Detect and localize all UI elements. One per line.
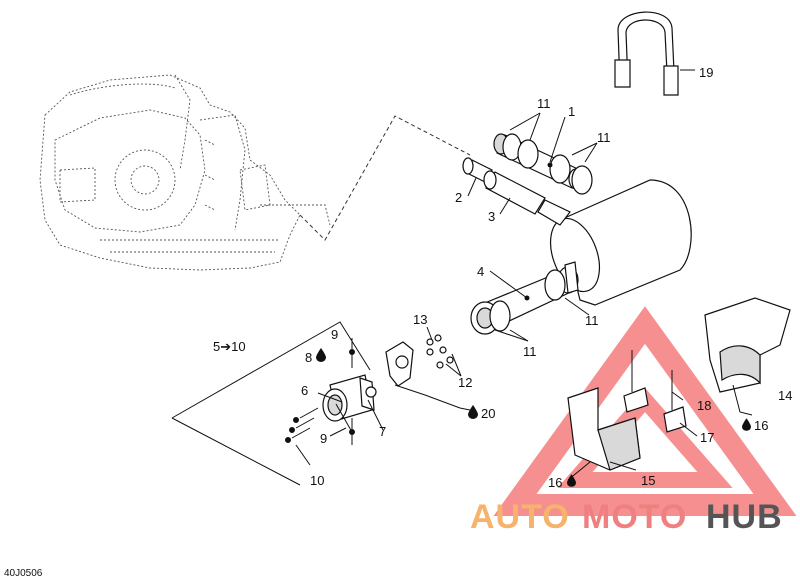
callout-16: 16 (754, 418, 768, 433)
callout-15: 15 (641, 473, 655, 488)
callout-17: 17 (700, 430, 714, 445)
leader-lines (295, 69, 753, 481)
callout-5-to-10: 5➔10 (213, 339, 246, 354)
callout-9: 9 (331, 327, 338, 342)
mount-part-15 (567, 387, 641, 471)
screws-part-10 (285, 407, 319, 443)
coupler-part-1 (493, 133, 593, 195)
watermark-auto: AUTO (470, 498, 570, 536)
callout-18: 18 (697, 398, 711, 413)
strap-part-19 (614, 11, 679, 96)
callout-9: 9 (320, 431, 327, 446)
brackets-parts-17-18 (623, 350, 687, 433)
callout-7: 7 (379, 424, 386, 439)
subassembly-frame (171, 321, 371, 486)
mount-part-14 (704, 297, 791, 393)
callout-14: 14 (778, 388, 792, 403)
callout-8: 8 (305, 350, 312, 365)
droplet-icon (742, 418, 751, 431)
callout-2: 2 (455, 190, 462, 205)
watermark-moto: MOTO (582, 498, 687, 536)
callout-10: 10 (310, 473, 324, 488)
pipe-part-4 (470, 261, 579, 335)
muffler (537, 179, 692, 306)
callout-labels: 19 11 1 11 2 3 4 11 11 13 12 5➔10 9 8 6 … (213, 65, 792, 490)
callout-4: 4 (477, 264, 484, 279)
callout-16: 16 (548, 475, 562, 490)
nuts-parts-12-13 (426, 334, 454, 369)
tube-part-3 (483, 170, 546, 215)
callout-12: 12 (458, 375, 472, 390)
engine-outline (39, 74, 331, 271)
callout-11: 11 (585, 313, 599, 328)
callout-3: 3 (488, 209, 495, 224)
flange-part-7 (385, 341, 414, 387)
watermark-hub: HUB (706, 498, 783, 536)
callout-1: 1 (568, 104, 575, 119)
callout-13: 13 (413, 312, 427, 327)
diagram-code: 40J0506 (4, 568, 43, 579)
droplet-icon (468, 405, 478, 419)
callout-20: 20 (481, 406, 495, 421)
callout-11: 11 (523, 344, 537, 359)
callout-6: 6 (301, 383, 308, 398)
callout-11: 11 (597, 130, 611, 145)
callout-19: 19 (699, 65, 713, 80)
droplet-icon (316, 348, 326, 362)
assembly-path (299, 115, 471, 241)
callout-11: 11 (537, 96, 551, 111)
adapter-part-6 (322, 374, 377, 422)
watermark-text: AUTO MOTO HUB (470, 498, 783, 536)
